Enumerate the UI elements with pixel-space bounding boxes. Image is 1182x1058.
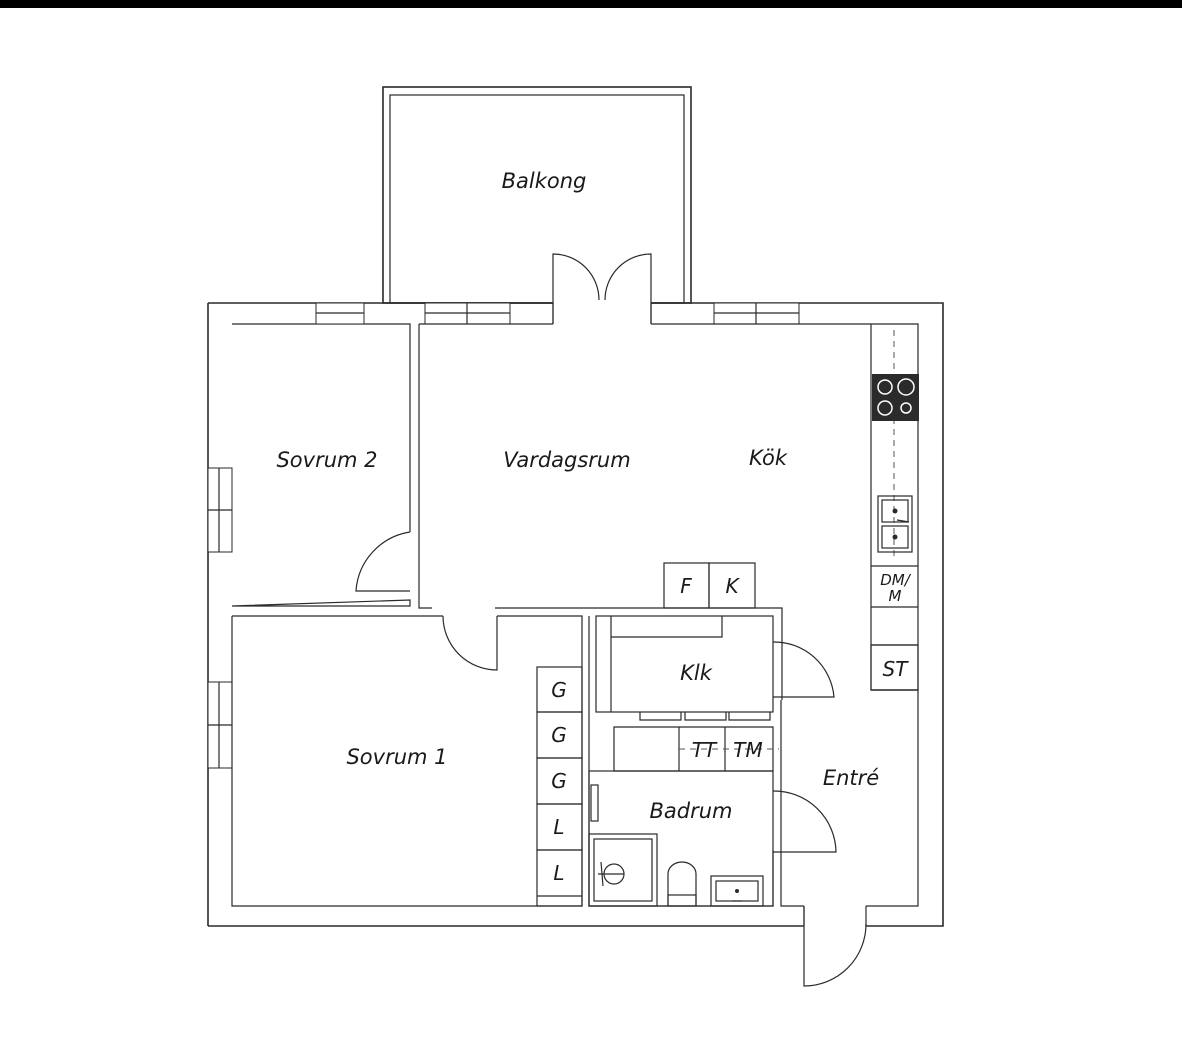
fridge-freezer — [663, 562, 756, 609]
label-sovrum2: Sovrum 2 — [276, 448, 377, 472]
shower-icon — [588, 833, 658, 907]
label-l2: L — [553, 861, 564, 885]
sink-icon — [877, 495, 913, 553]
label-sovrum1: Sovrum 1 — [346, 745, 447, 769]
washbasin-icon — [710, 875, 764, 907]
sovrum1-door — [442, 615, 498, 671]
balcony — [382, 86, 692, 304]
label-vardagsrum: Vardagsrum — [503, 448, 630, 472]
label-g3: G — [551, 769, 567, 793]
label-m: M — [889, 587, 902, 605]
label-klk: Klk — [680, 661, 713, 685]
bathroom — [588, 770, 837, 907]
balcony-door — [552, 253, 652, 324]
label-tt: TT — [692, 738, 718, 762]
entrance-door — [803, 903, 867, 987]
label-st: ST — [883, 657, 910, 681]
closet — [595, 615, 835, 721]
window-top-vardagsrum — [424, 302, 511, 325]
window-top-sovrum2 — [315, 302, 365, 325]
label-f: F — [680, 574, 692, 598]
top-bar — [0, 0, 1182, 8]
window-left-sovrum2 — [207, 467, 233, 553]
window-left-sovrum1 — [207, 681, 233, 769]
label-kok: Kök — [749, 446, 788, 470]
storage-box — [870, 644, 919, 691]
label-g2: G — [551, 723, 567, 747]
label-balkong: Balkong — [502, 169, 587, 193]
label-dm: DM/ — [880, 571, 911, 589]
sovrum2-door — [355, 531, 411, 592]
label-g1: G — [551, 678, 567, 702]
label-l1: L — [553, 815, 564, 839]
toilet-icon — [667, 861, 697, 907]
label-tm: TM — [733, 738, 762, 762]
kitchen-counter — [871, 330, 919, 691]
wardrobes — [536, 666, 583, 907]
label-k: K — [725, 574, 740, 598]
label-entre: Entré — [823, 766, 879, 790]
window-top-kok — [713, 302, 800, 325]
label-badrum: Badrum — [649, 799, 732, 823]
inner-walls — [231, 323, 919, 907]
